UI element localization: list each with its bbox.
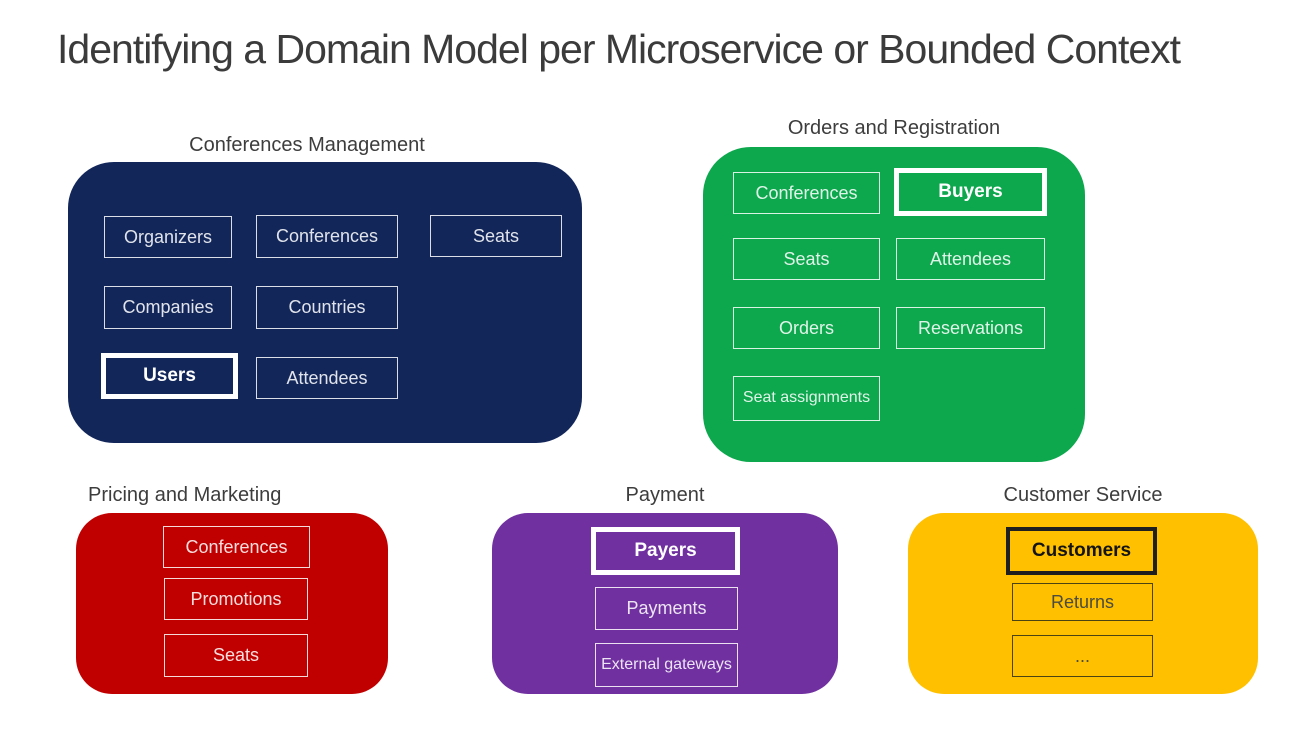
context-title-customer-service: Customer Service <box>1003 484 1163 506</box>
context-title-orders-and-registration: Orders and Registration <box>787 117 1001 139</box>
context-title-pricing-and-marketing: Pricing and Marketing <box>88 484 282 506</box>
entity-orders: Orders <box>733 307 880 349</box>
entity-conferences: Conferences <box>163 526 310 568</box>
context-orders-and-registration: Conferences Buyers Seats Attendees Order… <box>703 147 1085 462</box>
entity-attendees: Attendees <box>896 238 1045 280</box>
entity-buyers-emphasized: Buyers <box>894 168 1047 216</box>
entity-seats: Seats <box>430 215 562 257</box>
entity-promotions: Promotions <box>164 578 308 620</box>
entity-seats: Seats <box>733 238 880 280</box>
context-customer-service: Customers Returns ... <box>908 513 1258 694</box>
entity-attendees: Attendees <box>256 357 398 399</box>
entity-organizers: Organizers <box>104 216 232 258</box>
entity-payers-emphasized: Payers <box>591 527 740 575</box>
context-conferences-management: Organizers Conferences Seats Companies C… <box>68 162 582 443</box>
entity-conferences: Conferences <box>256 215 398 258</box>
entity-returns: Returns <box>1012 583 1153 621</box>
entity-payments: Payments <box>595 587 738 630</box>
entity-conferences: Conferences <box>733 172 880 214</box>
entity-countries: Countries <box>256 286 398 329</box>
context-title-payment: Payment <box>625 484 705 506</box>
context-pricing-and-marketing: Conferences Promotions Seats <box>76 513 388 694</box>
entity-ellipsis: ... <box>1012 635 1153 677</box>
entity-reservations: Reservations <box>896 307 1045 349</box>
context-payment: Payers Payments External gateways <box>492 513 838 694</box>
context-title-conferences-management: Conferences Management <box>189 134 425 156</box>
entity-external-gateways: External gateways <box>595 643 738 687</box>
entity-seat-assignments: Seat assignments <box>733 376 880 421</box>
entity-seats: Seats <box>164 634 308 677</box>
entity-companies: Companies <box>104 286 232 329</box>
entity-users-emphasized: Users <box>101 353 238 399</box>
diagram-title: Identifying a Domain Model per Microserv… <box>57 26 1181 72</box>
entity-customers-emphasized: Customers <box>1006 527 1157 575</box>
